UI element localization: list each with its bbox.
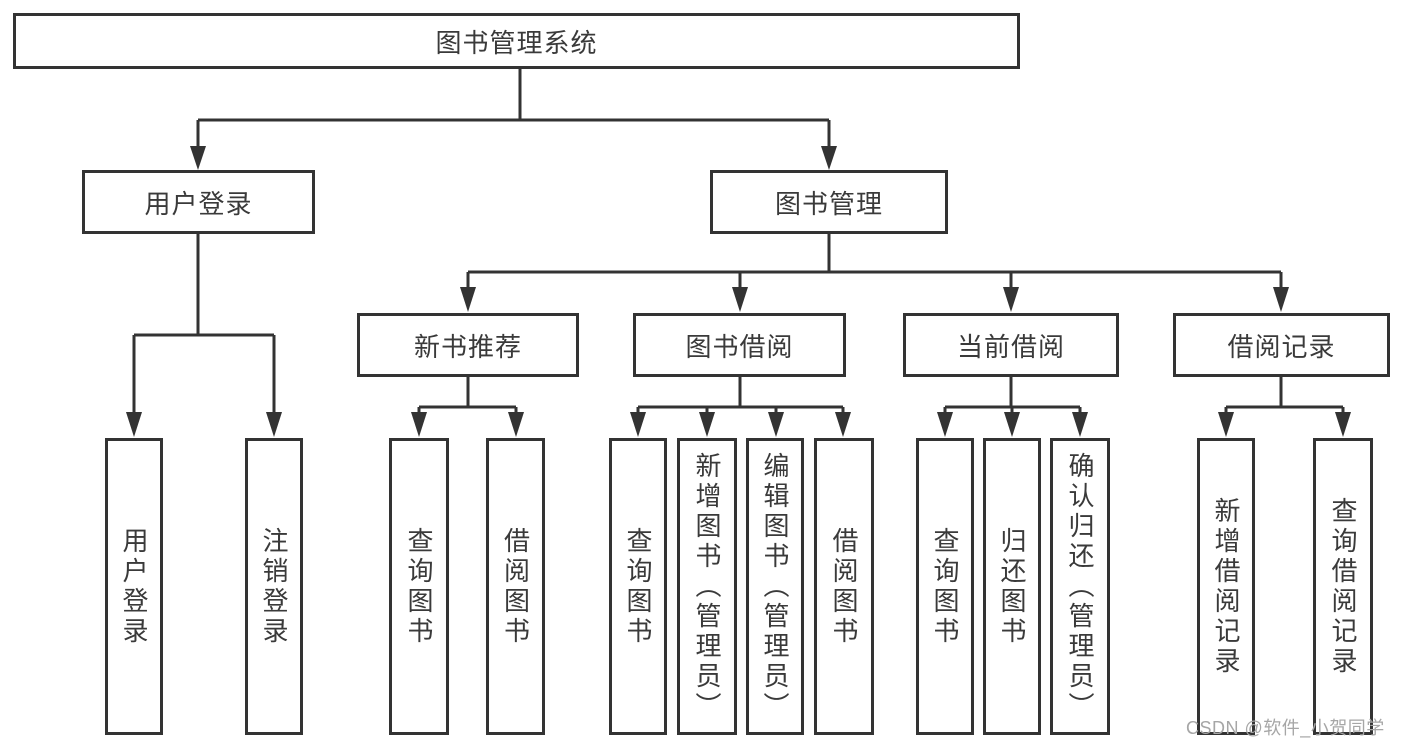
watermark: CSDN @软件_小贺同学 xyxy=(1186,718,1385,738)
node-label: 借阅记录 xyxy=(1227,331,1336,362)
node-user-login: 用户登录 xyxy=(82,170,315,234)
leaf-label: 新增借阅记录 xyxy=(1211,496,1241,677)
arrowhead xyxy=(126,412,142,437)
node-current-borrow: 当前借阅 xyxy=(903,313,1119,377)
leaf-label: 新增图书（管理员） xyxy=(692,451,722,722)
node-label: 用户登录 xyxy=(144,188,253,219)
node-label: 新书推荐 xyxy=(413,331,522,362)
leaf-add-borrow-record: 新增借阅记录 xyxy=(1197,438,1255,735)
leaf-label: 查询图书 xyxy=(404,526,434,647)
arrowhead xyxy=(821,146,837,170)
connector-new-book-recommend-to-leaves xyxy=(411,377,524,437)
leaf-label: 注销登录 xyxy=(259,526,289,647)
node-label: 当前借阅 xyxy=(956,331,1065,362)
connector-root-to-level2 xyxy=(190,68,837,170)
leaf-label: 查询图书 xyxy=(623,526,653,647)
arrowhead xyxy=(1218,412,1234,437)
node-book-borrow: 图书借阅 xyxy=(633,313,846,377)
connector-book-borrow-to-leaves xyxy=(630,377,851,437)
node-library-system: 图书管理系统 xyxy=(13,13,1020,69)
leaf-query-borrow-record: 查询借阅记录 xyxy=(1313,438,1373,735)
leaf-logout-login: 注销登录 xyxy=(245,438,303,735)
connector-current-borrow-to-leaves xyxy=(937,377,1088,437)
leaf-borrow-books: 借阅图书 xyxy=(486,438,545,735)
leaf-label: 借阅图书 xyxy=(829,526,859,647)
arrowhead xyxy=(835,412,851,437)
leaf-add-book-admin: 新增图书（管理员） xyxy=(677,438,737,735)
node-label: 图书借阅 xyxy=(685,331,794,362)
arrowhead xyxy=(937,412,953,437)
leaf-label: 借阅图书 xyxy=(500,526,531,647)
leaf-label: 确认归还（管理员） xyxy=(1065,451,1095,722)
arrowhead xyxy=(768,412,784,437)
node-new-book-recommend: 新书推荐 xyxy=(357,313,579,377)
leaf-label: 查询借阅记录 xyxy=(1328,496,1358,677)
leaf-query-books: 查询图书 xyxy=(609,438,667,735)
leaf-user-login: 用户登录 xyxy=(105,438,163,735)
node-book-management: 图书管理 xyxy=(710,170,948,234)
node-borrow-records: 借阅记录 xyxy=(1173,313,1390,377)
connector-user-login-to-leaves xyxy=(126,234,282,437)
leaf-query-books: 查询图书 xyxy=(916,438,974,735)
arrowhead xyxy=(699,412,715,437)
node-label: 图书管理系统 xyxy=(435,27,598,58)
arrowhead xyxy=(1003,287,1019,312)
leaf-edit-book-admin: 编辑图书（管理员） xyxy=(746,438,804,735)
arrowhead xyxy=(190,146,206,170)
arrowhead xyxy=(508,412,524,437)
leaf-query-books: 查询图书 xyxy=(389,438,449,735)
arrowhead xyxy=(1004,412,1020,437)
arrowhead xyxy=(1072,412,1088,437)
leaf-label: 查询图书 xyxy=(930,526,960,647)
arrowhead xyxy=(411,412,427,437)
connector-book-management-to-level3 xyxy=(460,234,1289,312)
leaf-return-books: 归还图书 xyxy=(983,438,1041,735)
arrowhead xyxy=(630,412,646,437)
arrowhead xyxy=(1335,412,1351,437)
leaf-label: 用户登录 xyxy=(119,526,149,647)
node-label: 图书管理 xyxy=(774,188,883,219)
connector-borrow-records-to-leaves xyxy=(1218,377,1351,437)
arrowhead xyxy=(732,287,748,312)
leaf-label: 编辑图书（管理员） xyxy=(760,451,790,722)
arrowhead xyxy=(266,412,282,437)
arrowhead xyxy=(1273,287,1289,312)
leaf-borrow-books: 借阅图书 xyxy=(814,438,874,735)
arrowhead xyxy=(460,287,476,312)
leaf-label: 归还图书 xyxy=(997,526,1027,647)
leaf-confirm-return-admin: 确认归还（管理员） xyxy=(1050,438,1110,735)
